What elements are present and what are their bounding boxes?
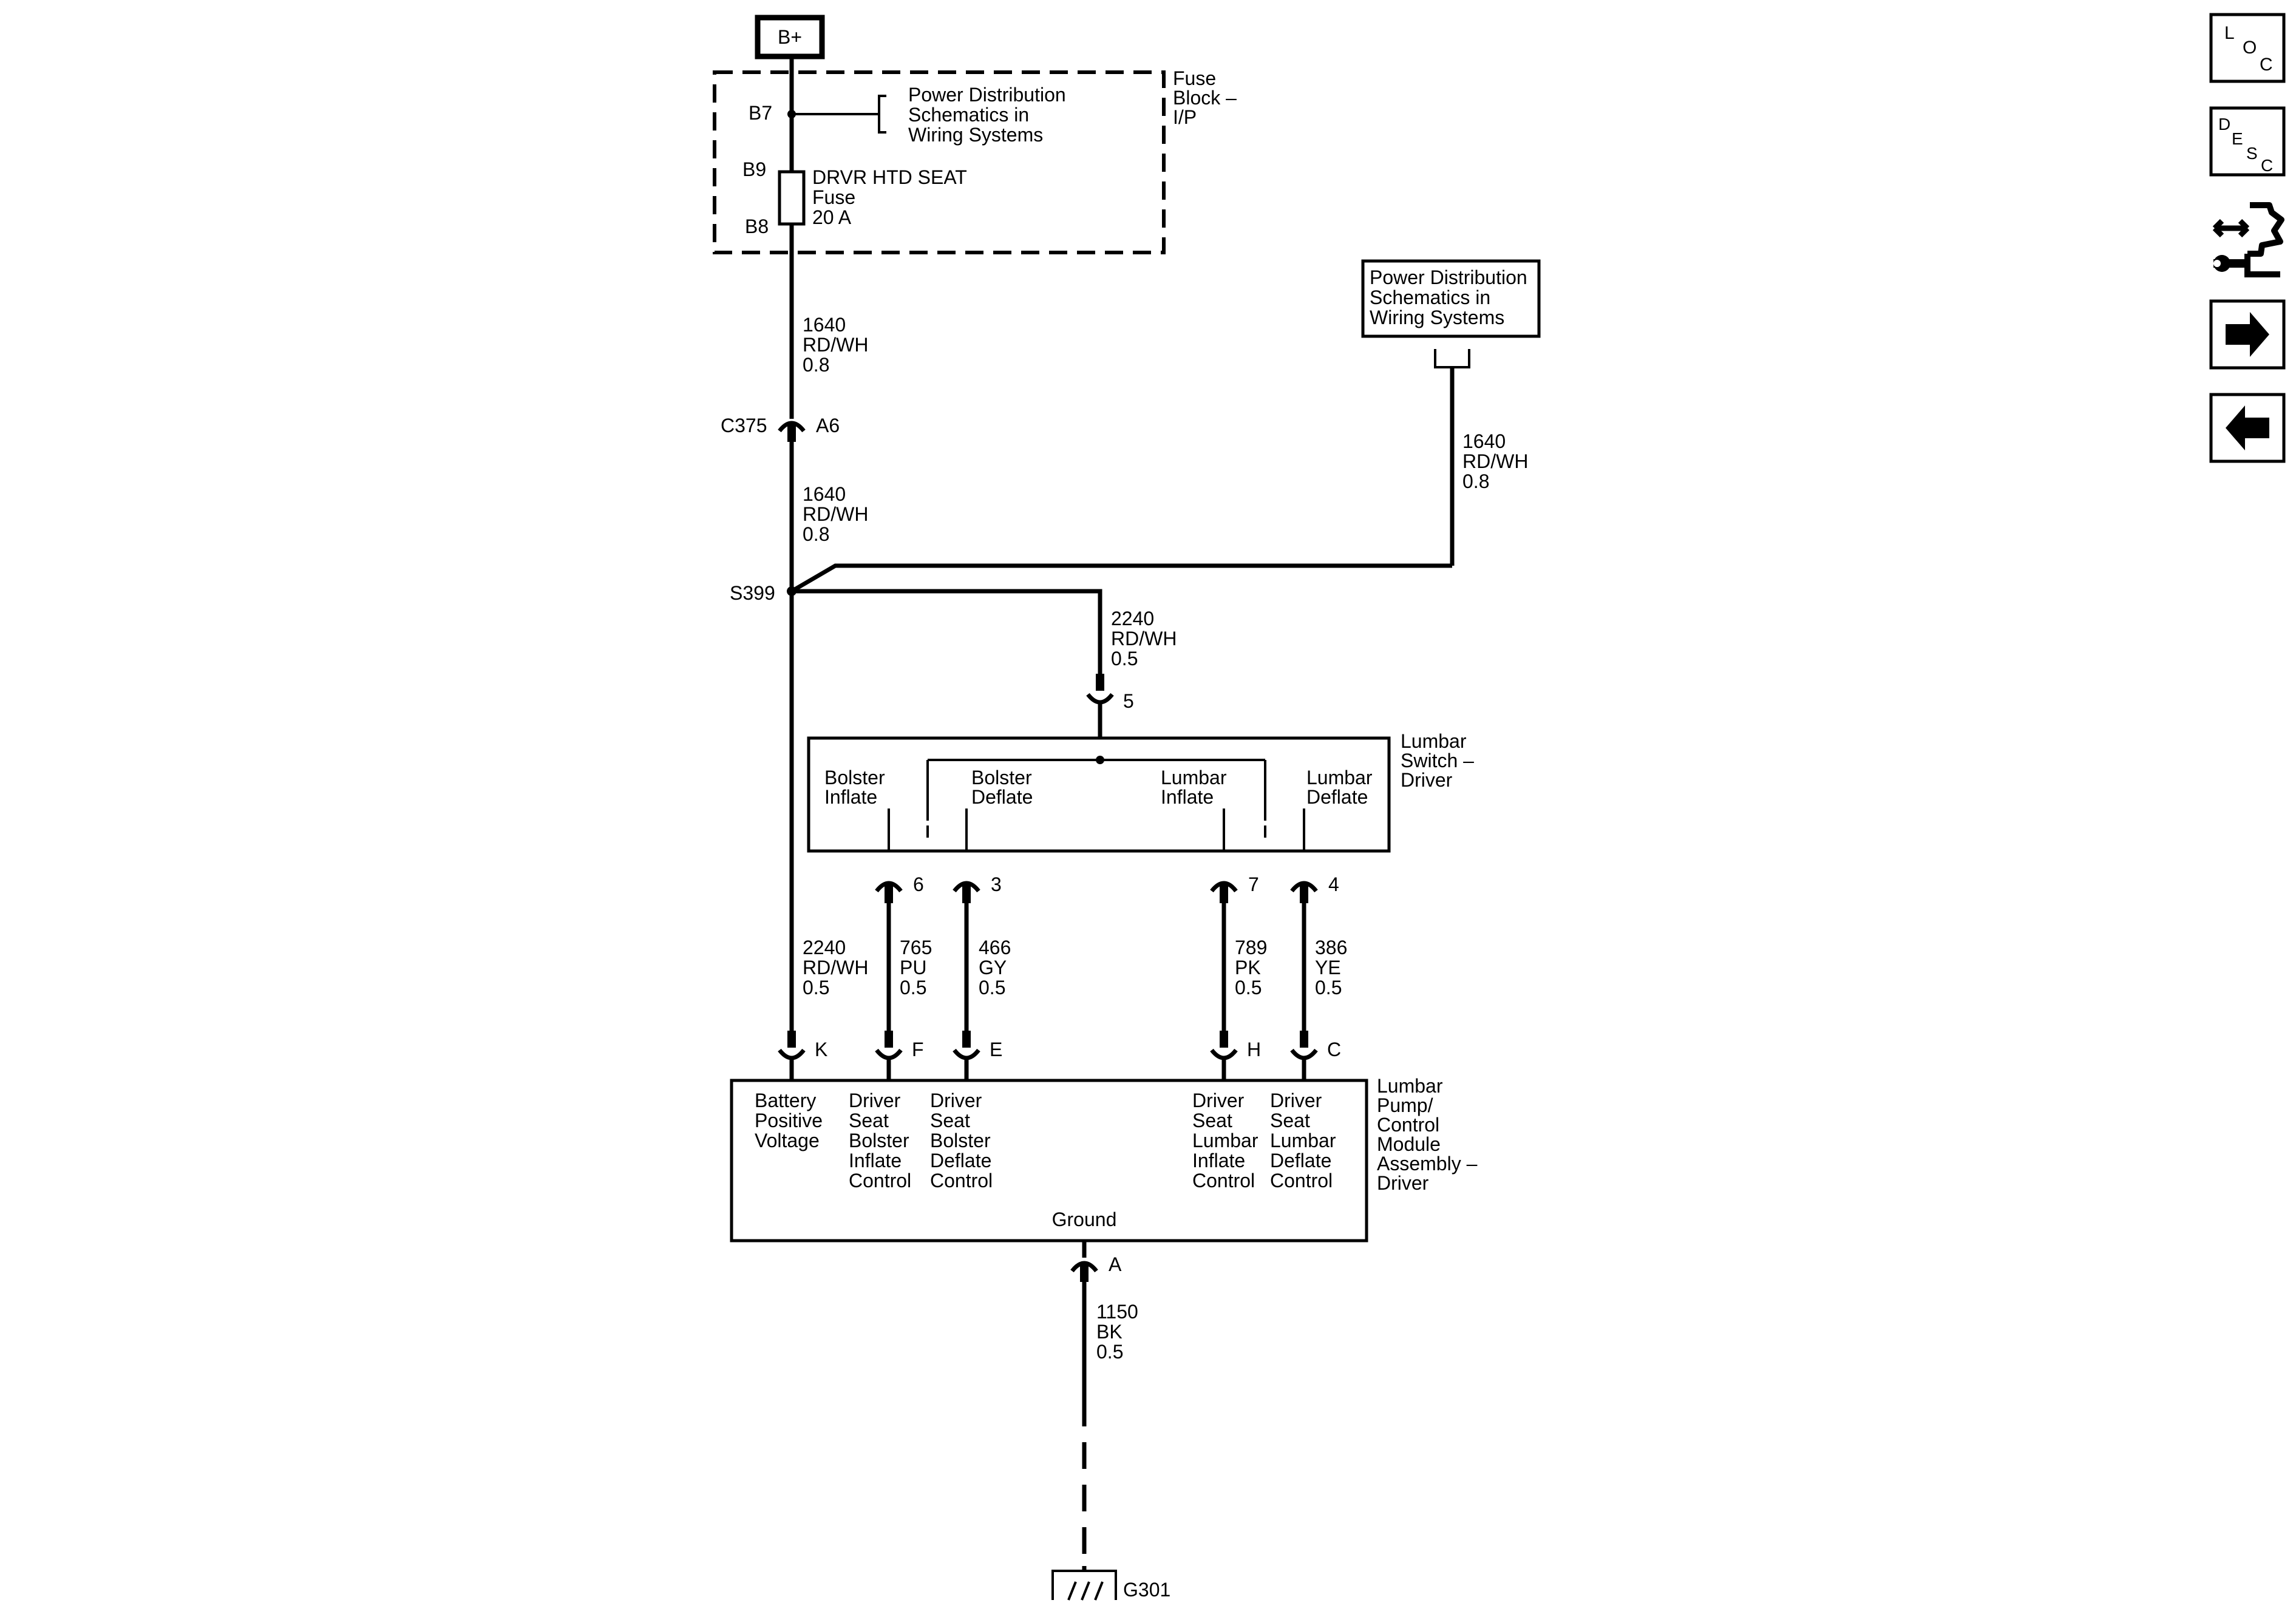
- power-distribution-reference-text: Power Distribution Schematics in Wiring …: [1370, 266, 1533, 328]
- switch-pin-7-label: 7: [1248, 873, 1259, 895]
- desc-letter-s: S: [2246, 144, 2258, 163]
- loc-letter-l: L: [2224, 23, 2235, 43]
- connector-wrench-icon[interactable]: [2212, 202, 2284, 277]
- loc-letter-o: O: [2243, 38, 2257, 58]
- wire-label-f: 765 PU 0.5: [900, 937, 937, 998]
- module-pin-a-connector: [1070, 1261, 1098, 1282]
- module-pin-h-connector: [1210, 1031, 1238, 1060]
- module-lumbar-inflate-label: Driver Seat Lumbar Inflate Control: [1192, 1090, 1263, 1192]
- supply-label: B+: [778, 26, 802, 48]
- connector-c375-label: C375: [721, 415, 767, 436]
- switch-pin-7-connector: [1210, 881, 1238, 903]
- fuse-pin-b9: B9: [742, 158, 766, 180]
- wire-label-e: 466 GY 0.5: [979, 937, 1016, 998]
- splice-s399-label: S399: [730, 582, 775, 604]
- fuse-pin-b7: B7: [749, 102, 772, 124]
- wire-label-c: 386 YE 0.5: [1315, 937, 1353, 998]
- module-pin-a-label: A: [1109, 1253, 1122, 1275]
- switch-pin-6-label: 6: [913, 873, 924, 895]
- fuse-block-title: Fuse Block – I/P: [1173, 67, 1242, 128]
- switch-pin-5-label: 5: [1123, 690, 1134, 712]
- wire-label-c375-out: 1640 RD/WH 0.8: [803, 483, 874, 545]
- module-pin-f-connector: [875, 1031, 903, 1060]
- battery-supply-terminal: B+: [755, 15, 825, 59]
- desc-button[interactable]: D E S C: [2209, 106, 2286, 177]
- wire-label-ground: 1150 BK 0.5: [1096, 1301, 1144, 1363]
- ground-g301-label: G301: [1123, 1579, 1170, 1601]
- module-pin-k-connector: [778, 1031, 806, 1060]
- module-ground-label: Ground: [1052, 1209, 1117, 1230]
- lumbar-pump-control-module: Lumbar Pump/ Control Module Assembly – D…: [730, 1075, 1483, 1242]
- switch-lumbar-deflate-label: Lumbar Deflate: [1306, 767, 1377, 808]
- arrow-left-icon[interactable]: [2209, 393, 2286, 463]
- module-lumbar-deflate-label: Driver Seat Lumbar Deflate Control: [1270, 1090, 1341, 1192]
- loc-button[interactable]: L O C: [2209, 13, 2286, 83]
- desc-letter-e: E: [2232, 129, 2243, 148]
- fuse-block-reference: Power Distribution Schematics in Wiring …: [908, 84, 1072, 146]
- wire-label-power-dist: 1640 RD/WH 0.8: [1462, 430, 1533, 492]
- module-pin-f-label: F: [912, 1039, 924, 1060]
- module-pin-e-label: E: [990, 1039, 1002, 1060]
- module-pin-e-connector: [953, 1031, 980, 1060]
- arrow-right-icon[interactable]: [2209, 299, 2286, 370]
- switch-connector-pin-5: [1086, 674, 1114, 705]
- desc-letter-d: D: [2218, 115, 2230, 134]
- fuse-symbol: [778, 170, 806, 226]
- module-pin-k-label: K: [815, 1039, 827, 1060]
- wire-label-fuse-out: 1640 RD/WH 0.8: [803, 314, 874, 376]
- ground-g301-symbol: [1051, 1566, 1117, 1601]
- fuse-label: DRVR HTD SEAT Fuse 20 A: [812, 166, 972, 228]
- wire-label-h: 789 PK 0.5: [1235, 937, 1272, 998]
- switch-bolster-inflate-label: Bolster Inflate: [824, 767, 890, 808]
- module-pin-c-label: C: [1327, 1039, 1341, 1060]
- module-bolster-inflate-label: Driver Seat Bolster Inflate Control: [849, 1090, 914, 1192]
- switch-pin-3-connector: [953, 881, 980, 903]
- fuse-pin-b8: B8: [745, 215, 769, 237]
- module-pin-h-label: H: [1247, 1039, 1261, 1060]
- switch-pin-4-connector: [1290, 881, 1318, 903]
- power-distribution-reference-box: Power Distribution Schematics in Wiring …: [1361, 259, 1541, 368]
- connector-c375-pin: A6: [816, 415, 840, 436]
- module-battery-label: Battery Positive Voltage: [755, 1090, 828, 1151]
- module-pin-c-connector: [1290, 1031, 1318, 1060]
- wire-label-switch-in: 2240 RD/WH 0.5: [1111, 608, 1182, 670]
- loc-letter-c: C: [2260, 55, 2273, 75]
- switch-bolster-deflate-label: Bolster Deflate: [971, 767, 1037, 808]
- connector-c375: [778, 421, 806, 442]
- module-title: Lumbar Pump/ Control Module Assembly – D…: [1377, 1075, 1483, 1194]
- switch-pin-3-label: 3: [991, 873, 1002, 895]
- desc-letter-c: C: [2261, 156, 2273, 175]
- switch-pin-6-connector: [875, 881, 903, 903]
- lumbar-switch-title: Lumbar Switch – Driver: [1401, 730, 1479, 791]
- wire-label-k: 2240 RD/WH 0.5: [803, 937, 874, 998]
- switch-pin-4-label: 4: [1328, 873, 1339, 895]
- switch-lumbar-inflate-label: Lumbar Inflate: [1161, 767, 1232, 808]
- module-bolster-deflate-label: Driver Seat Bolster Deflate Control: [930, 1090, 997, 1192]
- fuse-block-ip: Fuse Block – I/P B7 B9 B8 Power Distribu…: [713, 67, 1242, 254]
- lumbar-switch-driver: Lumbar Switch – Driver Bolster Inflate B…: [807, 730, 1479, 853]
